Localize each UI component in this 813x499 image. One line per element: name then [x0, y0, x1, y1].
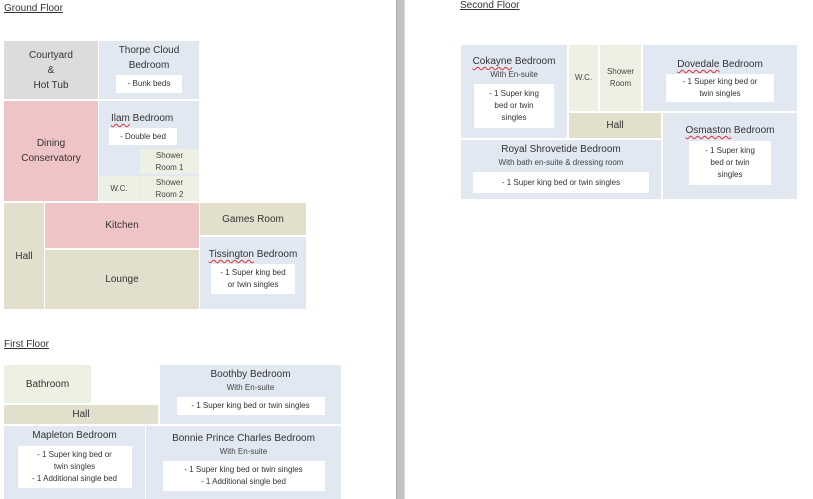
ground-wc-label: W.C.: [110, 183, 128, 193]
ground-floor-title: Ground Floor: [4, 3, 63, 14]
second-wc: W.C.: [569, 45, 598, 111]
mapleton-label: Mapleton Bedroom: [32, 430, 117, 441]
cokayne-label: Cokayne Bedroom: [472, 56, 556, 67]
second-shower-room-label: Shower Room: [606, 67, 635, 88]
thorpe-cloud-bedroom: Thorpe Cloud Bedroom - Bunk beds: [99, 41, 199, 99]
bonnie-prince-charles-bedroom: Bonnie Prince Charles Bedroom With En-su…: [146, 426, 341, 499]
second-wc-label: W.C.: [574, 73, 593, 82]
cokayne-ensuite: With En-suite: [490, 70, 538, 79]
boothby-ensuite: With En-suite: [226, 383, 275, 392]
cokayne-label-word: Cokayne: [472, 56, 513, 67]
royal-shrovetide-ensuite: With bath en-suite & dressing room: [498, 158, 624, 167]
bonnie-prince-charles-ensuite: With En-suite: [219, 447, 268, 456]
page-divider: [396, 0, 405, 499]
royal-shrovetide-label: Royal Shrovetide Bedroom: [501, 144, 621, 155]
kitchen: Kitchen: [45, 203, 199, 248]
osmaston-label: Osmaston Bedroom: [685, 125, 775, 136]
mapleton-beds: - 1 Super king bed or twin singles - 1 A…: [17, 446, 132, 488]
ilam-label: Ilam Bedroom: [111, 113, 174, 124]
games-room: Games Room: [200, 203, 306, 235]
first-hall: Hall: [4, 405, 158, 424]
ilam-label-word: Ilam: [111, 113, 130, 124]
shower-room-2-label: Shower Room 2: [155, 177, 184, 199]
boothby-label: Boothby Bedroom: [210, 369, 291, 380]
first-bathroom: Bathroom: [4, 365, 91, 403]
second-hall-label: Hall: [606, 120, 624, 131]
shower-room-1-label: Shower Room 1: [155, 150, 184, 172]
courtyard-label: Courtyard & Hot Tub: [29, 49, 73, 91]
dovedale-label: Dovedale Bedroom: [677, 59, 763, 70]
ilam-beds: - Double bed: [109, 128, 177, 145]
ground-hall-label: Hall: [15, 250, 33, 262]
first-floor-title: First Floor: [4, 339, 49, 350]
courtyard-hot-tub: Courtyard & Hot Tub: [4, 41, 98, 99]
osmaston-bedroom: Osmaston Bedroom - 1 Super king bed or t…: [663, 113, 797, 199]
dovedale-beds: - 1 Super king bed or twin singles: [666, 74, 774, 102]
bonnie-prince-charles-beds: - 1 Super king bed or twin singles - 1 A…: [162, 461, 325, 491]
lounge: Lounge: [45, 250, 199, 309]
dovedale-label-word: Dovedale: [677, 59, 720, 70]
first-hall-label: Hall: [72, 409, 90, 420]
second-shower-room: Shower Room: [600, 45, 641, 111]
royal-shrovetide-bedroom: Royal Shrovetide Bedroom With bath en-su…: [461, 140, 661, 199]
osmaston-beds: - 1 Super king bed or twin singles: [689, 141, 771, 185]
thorpe-cloud-beds: - Bunk beds: [116, 75, 182, 93]
second-hall: Hall: [569, 113, 661, 138]
tissington-label: Tissington Bedroom: [208, 249, 298, 260]
boothby-beds: - 1 Super king bed or twin singles: [176, 397, 325, 415]
tissington-bedroom: Tissington Bedroom - 1 Super king bed or…: [200, 237, 306, 309]
dining-conservatory: Dining Conservatory: [4, 101, 98, 201]
cokayne-beds: - 1 Super king bed or twin singles: [474, 84, 554, 128]
tissington-label-word: Tissington: [208, 249, 254, 260]
boothby-bedroom: Boothby Bedroom With En-suite - 1 Super …: [160, 365, 341, 424]
osmaston-label-word: Osmaston: [685, 125, 732, 136]
cokayne-bedroom: Cokayne Bedroom With En-suite - 1 Super …: [461, 45, 567, 138]
lounge-label: Lounge: [105, 274, 139, 285]
games-room-label: Games Room: [222, 213, 284, 225]
bonnie-prince-charles-label: Bonnie Prince Charles Bedroom: [172, 433, 315, 444]
kitchen-label: Kitchen: [105, 220, 139, 231]
dovedale-bedroom: Dovedale Bedroom - 1 Super king bed or t…: [643, 45, 797, 111]
dining-conservatory-label: Dining Conservatory: [21, 138, 81, 164]
ground-hall: Hall: [4, 203, 44, 309]
second-floor-title: Second Floor: [460, 0, 520, 11]
royal-shrovetide-beds: - 1 Super king bed or twin singles: [473, 172, 649, 193]
tissington-beds: - 1 Super king bed or twin singles: [211, 264, 295, 294]
ground-wc: W.C.: [99, 176, 139, 201]
shower-room-1: Shower Room 1: [140, 149, 199, 174]
first-bathroom-label: Bathroom: [25, 378, 70, 390]
mapleton-bedroom: Mapleton Bedroom - 1 Super king bed or t…: [4, 426, 145, 499]
thorpe-cloud-label: Thorpe Cloud Bedroom: [118, 45, 180, 71]
shower-room-2: Shower Room 2: [140, 176, 199, 201]
